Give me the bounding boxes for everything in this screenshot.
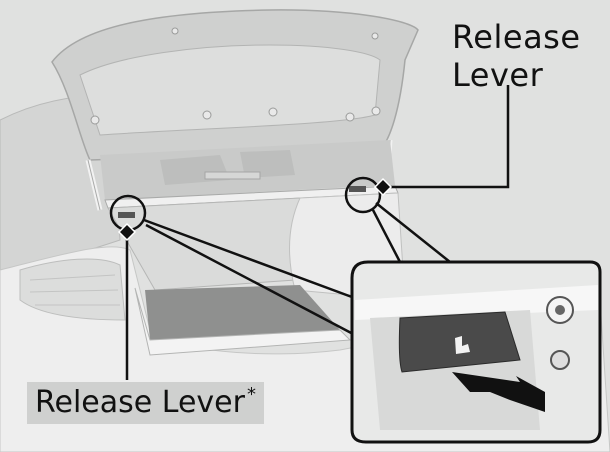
right-release-lever (349, 186, 366, 192)
right-callout-marker (373, 177, 393, 197)
left-callout-marker (117, 222, 137, 242)
cabin-view (100, 140, 399, 209)
lever-closeup-inset (350, 260, 602, 444)
bottom-release-lever-label: Release Lever* (27, 382, 264, 424)
label-line-1: Release (452, 18, 581, 56)
label-text: Release Lever (35, 385, 245, 420)
trunk-interior (107, 192, 406, 356)
pull-direction-arrow (452, 372, 545, 412)
label-line-2: Lever (452, 56, 544, 94)
top-release-lever-label: Release Lever (452, 18, 581, 94)
footnote-asterisk: * (246, 384, 256, 405)
seat-fold-icon (455, 336, 470, 354)
left-release-lever (118, 212, 135, 218)
callout-lines (109, 85, 510, 380)
